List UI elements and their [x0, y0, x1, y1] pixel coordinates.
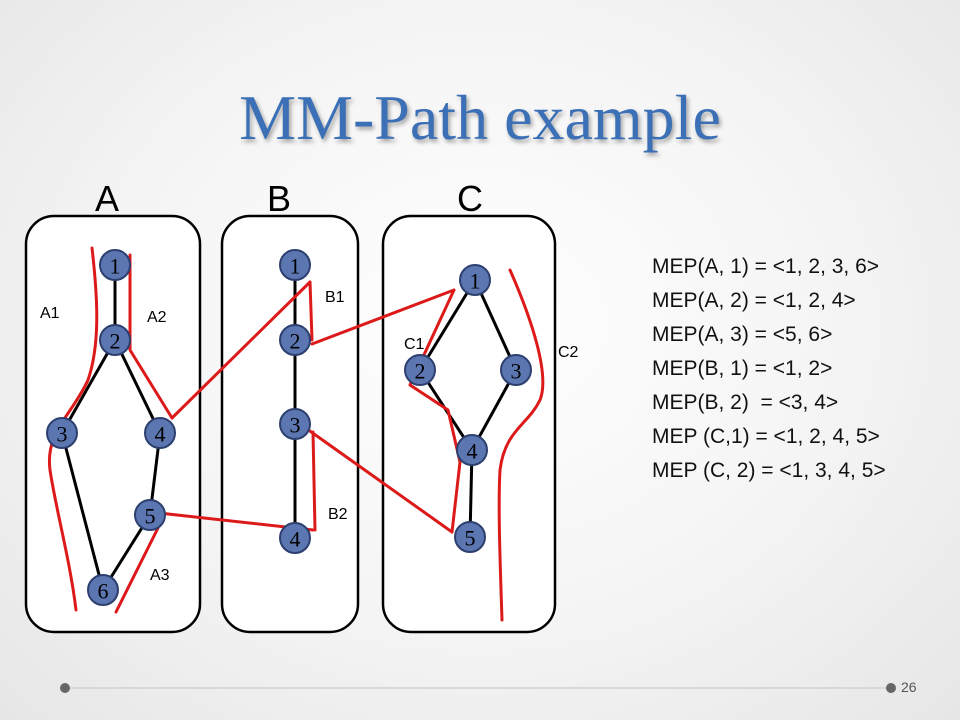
node-c-4-label: 4	[467, 439, 478, 464]
path-label-a1: A1	[40, 305, 60, 322]
node-c-4	[456, 434, 488, 466]
module-c-box	[381, 214, 557, 634]
path-label-a3: A3	[150, 567, 170, 584]
node-a-4	[144, 417, 176, 449]
node-c-2-label: 2	[415, 359, 426, 384]
edge-a-2-3	[60, 339, 117, 434]
path-a2	[128, 253, 174, 420]
mep-item: MEP (C, 2) = <1, 3, 4, 5>	[652, 459, 886, 482]
module-c-label: C	[457, 178, 483, 219]
slide-title: MM-Path example	[239, 82, 721, 153]
node-a-2-label: 2	[110, 329, 121, 354]
node-a-3-label: 3	[57, 422, 68, 447]
mep-item: MEP(A, 1) = <1, 2, 3, 6>	[652, 255, 880, 278]
path-c1	[408, 288, 462, 534]
node-c-5-label: 5	[465, 526, 476, 551]
node-b-3	[279, 408, 311, 440]
node-a-5-label: 5	[145, 504, 156, 529]
msg-a4-to-b1	[170, 280, 312, 420]
path-a3	[114, 526, 160, 614]
node-b-3-label: 3	[290, 413, 301, 438]
node-a-1	[99, 249, 131, 281]
mep-item: MEP(B, 2) = <3, 4>	[652, 391, 839, 414]
node-a-6	[87, 574, 119, 606]
mep-item: MEP(A, 3) = <5, 6>	[652, 323, 833, 346]
node-b-4-label: 4	[290, 527, 301, 552]
msg-b2-to-c1	[310, 288, 456, 346]
node-c-1-label: 1	[470, 269, 481, 294]
path-b2	[311, 430, 317, 532]
node-b-4	[279, 522, 311, 554]
edge-a-2-4	[113, 339, 162, 434]
footer-dot-right	[886, 683, 896, 693]
node-a-3	[46, 417, 78, 449]
mep-item: MEP(B, 1) = <1, 2>	[652, 357, 833, 380]
edge-c-1-3	[473, 279, 518, 371]
footer-line	[66, 687, 892, 689]
node-c-5	[454, 521, 486, 553]
path-label-c1: C1	[404, 336, 425, 353]
mep-item: MEP(A, 2) = <1, 2, 4>	[652, 289, 856, 312]
mep-item: MEP (C,1) = <1, 2, 4, 5>	[652, 425, 880, 448]
path-label-b2: B2	[328, 506, 348, 523]
mep-list: MEP(A, 1) = <1, 2, 3, 6> MEP(A, 2) = <1,…	[652, 250, 886, 488]
node-c-3-label: 3	[511, 359, 522, 384]
node-c-3	[500, 354, 532, 386]
node-a-1-label: 1	[110, 254, 121, 279]
node-b-2	[279, 324, 311, 356]
node-a-4-label: 4	[155, 422, 166, 447]
node-a-5	[134, 499, 166, 531]
node-b-2-label: 2	[290, 329, 301, 354]
node-a-6-label: 6	[98, 579, 109, 604]
module-b-label: B	[267, 178, 292, 219]
node-c-1	[459, 264, 491, 296]
msg-b3-to-c5	[298, 422, 454, 534]
path-label-a2: A2	[147, 309, 167, 326]
footer-dot-left	[60, 683, 70, 693]
node-b-1	[279, 249, 311, 281]
path-b1	[308, 280, 314, 342]
path-c2	[497, 268, 545, 622]
module-a-label: A	[95, 178, 120, 219]
node-b-1-label: 1	[290, 254, 301, 279]
node-c-2	[404, 354, 436, 386]
node-a-2	[99, 324, 131, 356]
edge-c-1-2	[418, 279, 477, 371]
edge-a-3-6	[60, 432, 105, 591]
page-number: 26	[901, 679, 917, 695]
path-label-b1: B1	[325, 289, 345, 306]
path-label-c2: C2	[558, 344, 579, 361]
